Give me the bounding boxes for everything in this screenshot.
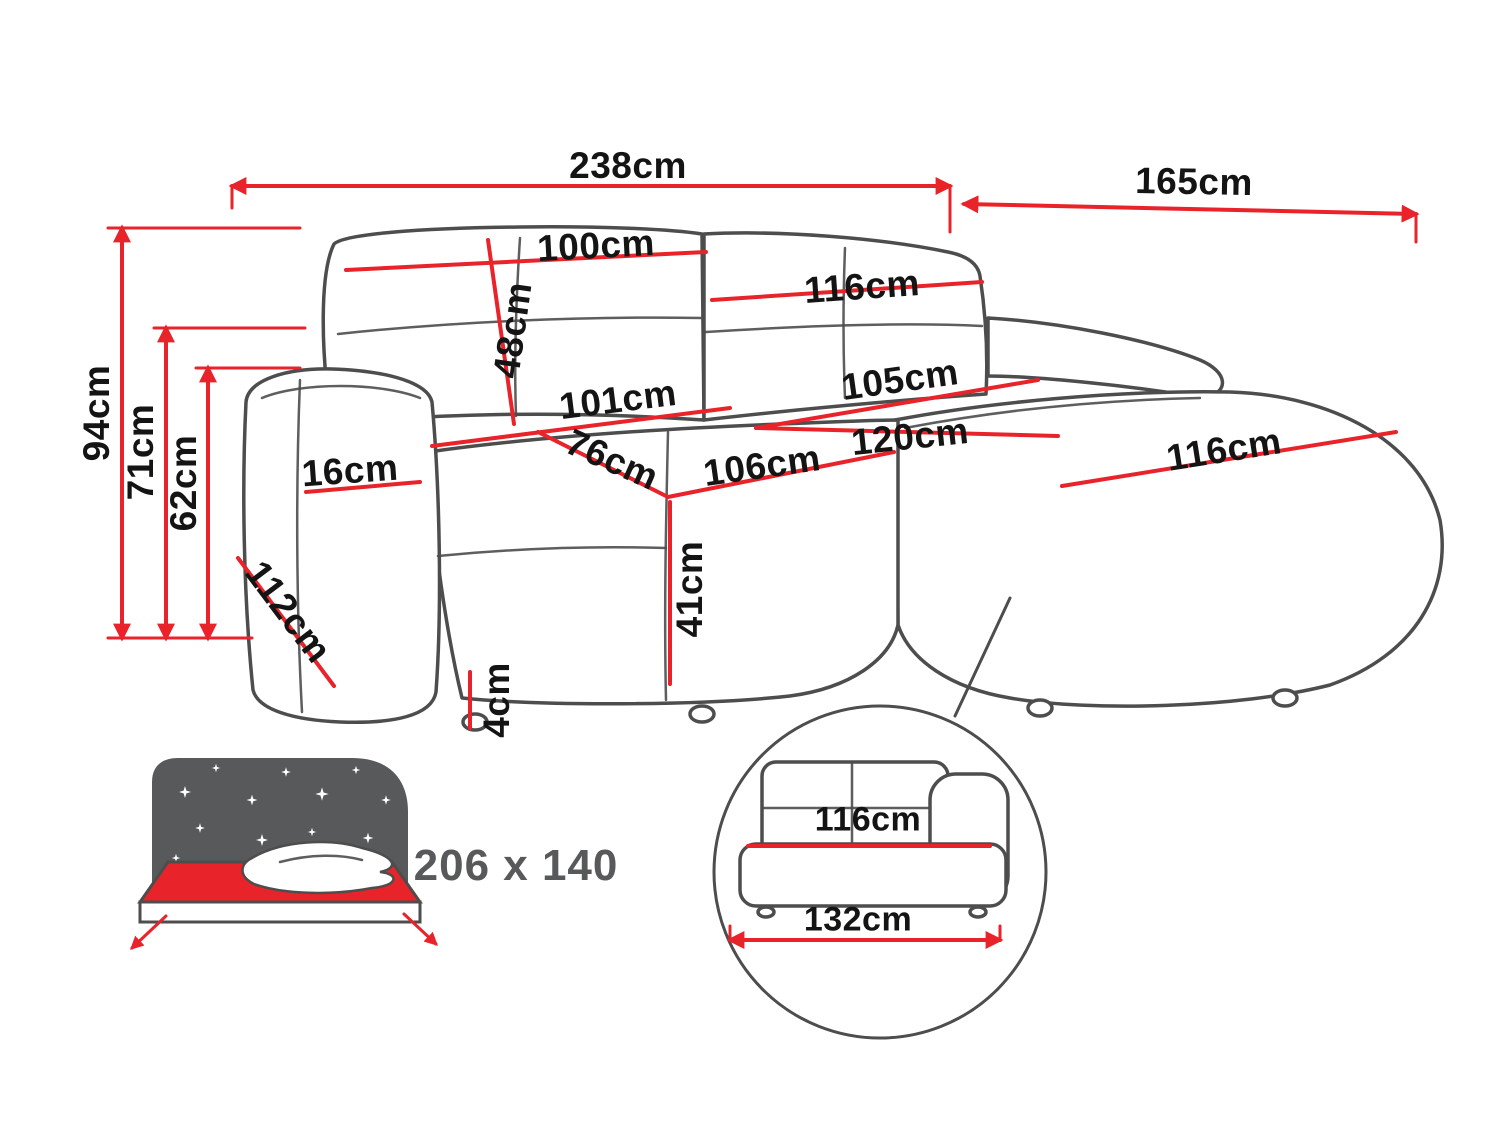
detail-inset [712, 596, 1048, 1040]
inset-total-width-label: 132cm [803, 900, 913, 939]
dimension-lines [106, 177, 1420, 730]
dimension-label-chaise-depth: 165cm [1134, 159, 1254, 204]
blanket-shape [241, 840, 395, 895]
dimension-label-armrest-height: 71cm [120, 403, 161, 501]
dimension-label-seat-height: 41cm [669, 540, 710, 638]
dimension-label-armrest-width: 16cm [300, 446, 400, 495]
sofa-outline [242, 225, 1444, 732]
mini-sofa [738, 760, 1010, 919]
inset-seat-width-label: 116cm [814, 800, 922, 839]
dimension-label-backrest-height: 62cm [163, 434, 204, 532]
bed-size-label: 206 x 140 [413, 841, 619, 890]
dimension-label-back-cushion-right: 116cm [802, 262, 922, 311]
sleeping-function-icon [130, 758, 438, 950]
dimension-label-back-cushion-left: 100cm [536, 221, 656, 270]
mattress-side [138, 900, 422, 924]
dimension-label-total-width: 238cm [569, 145, 687, 186]
dimension-label-total-height: 94cm [76, 364, 117, 462]
dimension-label-leg-height: 4cm [476, 662, 517, 738]
